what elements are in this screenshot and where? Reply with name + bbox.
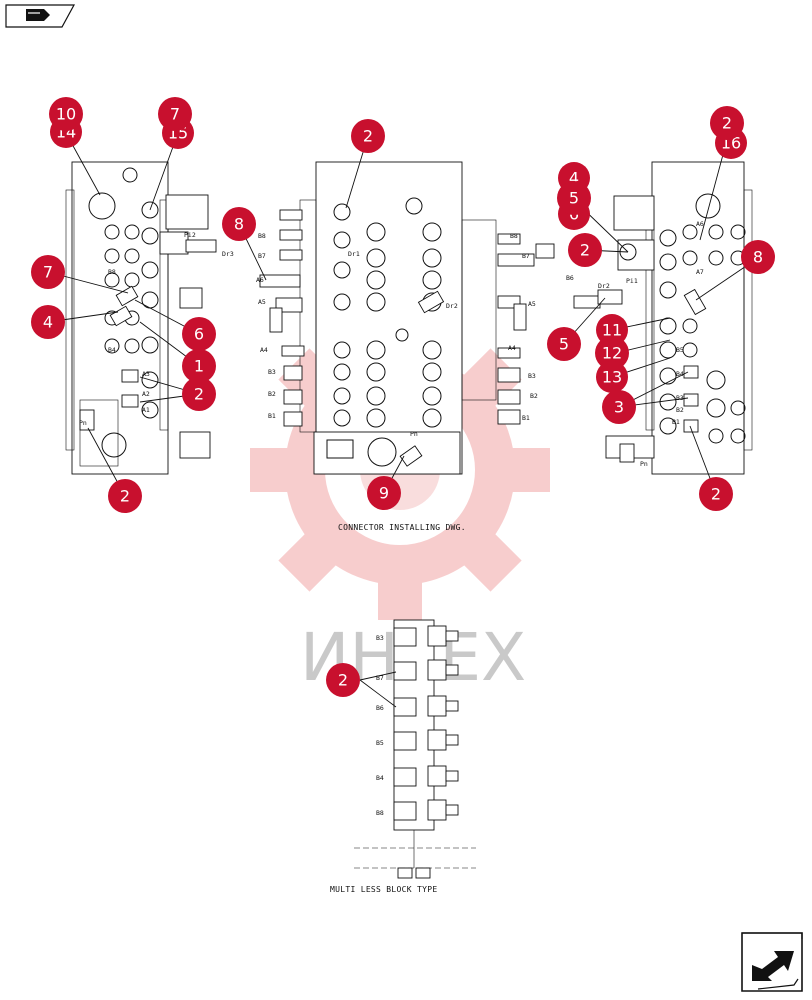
- callout-1[interactable]: 1: [182, 349, 216, 383]
- svg-text:11: 11: [602, 321, 622, 340]
- port-label: Dr3: [222, 250, 234, 258]
- svg-text:2: 2: [338, 671, 348, 690]
- svg-text:4: 4: [569, 169, 579, 188]
- port-label: B2: [268, 390, 276, 398]
- port-label: Pn: [640, 460, 648, 468]
- port-label: B5: [376, 739, 384, 747]
- multi-block-view: B3 B7 B6 B5 B4 B8 MULTI LESS BLOCK TYPE: [330, 619, 476, 894]
- port-label: Pi1: [626, 277, 638, 285]
- next-page-arrow-icon[interactable]: [738, 929, 806, 995]
- port-label: B4: [376, 774, 384, 782]
- port-label: Pn: [79, 419, 87, 427]
- port-label: B2: [676, 406, 684, 414]
- svg-text:3: 3: [614, 398, 624, 417]
- book-icon[interactable]: [4, 3, 76, 29]
- port-label: B5: [676, 346, 684, 354]
- port-label: A3: [142, 370, 150, 378]
- callout-2[interactable]: 2: [568, 233, 602, 267]
- callout-6[interactable]: 6: [182, 317, 216, 351]
- callout-5[interactable]: 5: [547, 327, 581, 361]
- svg-text:6: 6: [194, 325, 204, 344]
- svg-text:7: 7: [170, 105, 180, 124]
- right-valve-view: Dr2 Pi1 A6 A7 B6 B5 B4 B3 B2 B1 Pn: [563, 135, 759, 495]
- callout-7[interactable]: 7: [158, 97, 192, 131]
- port-label: Dr2: [446, 302, 458, 310]
- svg-text:4: 4: [43, 313, 53, 332]
- svg-text:2: 2: [194, 385, 204, 404]
- port-label: A4: [508, 344, 516, 352]
- svg-text:13: 13: [602, 368, 622, 387]
- port-label: B6: [566, 274, 574, 282]
- svg-text:2: 2: [580, 241, 590, 260]
- port-label: B3: [268, 368, 276, 376]
- port-label: A7: [696, 268, 704, 276]
- callout-8[interactable]: 8: [741, 240, 775, 274]
- svg-text:5: 5: [559, 335, 569, 354]
- svg-text:8: 8: [234, 215, 244, 234]
- svg-text:2: 2: [711, 485, 721, 504]
- callout-3[interactable]: 3: [602, 390, 636, 424]
- port-label: A4: [260, 346, 268, 354]
- port-label: B3: [528, 372, 536, 380]
- port-label: Dr1: [348, 250, 360, 258]
- caption-multi: MULTI LESS BLOCK TYPE: [330, 885, 437, 894]
- callout-7[interactable]: 7: [31, 255, 65, 289]
- callout-13[interactable]: 13: [596, 361, 628, 393]
- port-label: B1: [672, 418, 680, 426]
- callouts: 14 10 15 7 7 4 6 1 2 2 2 8 9 6 4 5 2 5 1…: [31, 97, 775, 697]
- svg-text:2: 2: [722, 114, 732, 133]
- callout-12[interactable]: 12: [595, 336, 629, 370]
- port-label: B8: [510, 232, 518, 240]
- svg-text:7: 7: [43, 263, 53, 282]
- port-label: Pi2: [184, 231, 196, 239]
- port-label: B6: [376, 704, 384, 712]
- port-label: B1: [268, 412, 276, 420]
- callout-8[interactable]: 8: [222, 207, 256, 241]
- port-label: A5: [528, 300, 536, 308]
- svg-text:9: 9: [379, 484, 389, 503]
- center-valve-view: B8 B8 B7 B7 A6 A5 A5 A4 A4 B3 B3 B2 B2 B…: [238, 135, 555, 532]
- port-label: A5: [258, 298, 266, 306]
- port-label: A6: [696, 220, 704, 228]
- port-label: A2: [142, 390, 150, 398]
- port-label: A6: [256, 276, 264, 284]
- callout-2[interactable]: 2: [326, 663, 360, 697]
- callout-2[interactable]: 2: [351, 119, 385, 153]
- port-label: B8: [376, 809, 384, 817]
- left-valve-view: Pi2 Dr3 B8 B4 A3 A2 A1 Pn: [47, 132, 234, 497]
- svg-text:2: 2: [363, 127, 373, 146]
- svg-text:10: 10: [56, 105, 76, 124]
- port-label: B2: [530, 392, 538, 400]
- callout-4[interactable]: 4: [31, 305, 65, 339]
- callout-9[interactable]: 9: [367, 476, 401, 510]
- svg-text:5: 5: [569, 189, 579, 208]
- port-label: B4: [108, 346, 116, 354]
- caption-connector: CONNECTOR INSTALLING DWG.: [338, 523, 466, 532]
- callout-2[interactable]: 2: [699, 477, 733, 511]
- port-label: B4: [676, 370, 684, 378]
- port-label: B8: [258, 232, 266, 240]
- callout-10[interactable]: 10: [49, 97, 83, 131]
- callout-2[interactable]: 2: [108, 479, 142, 513]
- port-label: B7: [258, 252, 266, 260]
- port-label: B1: [522, 414, 530, 422]
- svg-text:12: 12: [602, 344, 622, 363]
- port-label: B8: [108, 268, 116, 276]
- callout-5[interactable]: 5: [557, 181, 591, 215]
- port-label: B3: [676, 394, 684, 402]
- svg-text:1: 1: [194, 357, 204, 376]
- port-label: Pn: [410, 430, 418, 438]
- port-label: B7: [522, 252, 530, 260]
- callout-2[interactable]: 2: [182, 377, 216, 411]
- port-label: A1: [142, 406, 150, 414]
- port-label: B3: [376, 634, 384, 642]
- callout-2[interactable]: 2: [710, 106, 744, 140]
- port-label: B7: [376, 674, 384, 682]
- svg-text:2: 2: [120, 487, 130, 506]
- port-label: Dr2: [598, 282, 610, 290]
- svg-text:8: 8: [753, 248, 763, 267]
